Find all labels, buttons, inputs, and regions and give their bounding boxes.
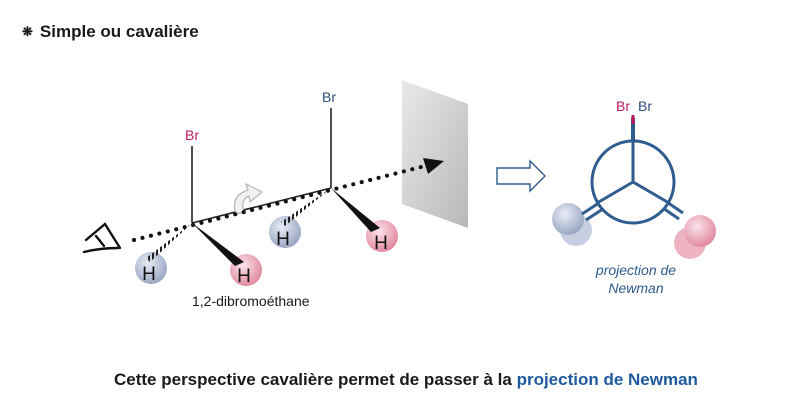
wedge-bond-back xyxy=(331,188,380,232)
wedge-bond-front xyxy=(192,223,244,266)
br-label-back: Br xyxy=(322,89,336,105)
h-label-back-left: H xyxy=(276,229,290,250)
hashed-bond-front xyxy=(146,223,192,262)
newman-br-back: Br xyxy=(638,98,652,114)
section-title: ❋ Simple ou cavalière xyxy=(22,22,199,42)
caption-text: Cette perspective cavalière permet de pa… xyxy=(114,370,517,389)
newman-front-bond-left xyxy=(596,180,634,205)
newman-label-line2: Newman xyxy=(608,280,663,296)
br-label-front: Br xyxy=(185,127,199,143)
h-atom-back-left xyxy=(269,216,301,248)
rotation-arrow-icon xyxy=(233,182,264,215)
h-label-back-right: H xyxy=(374,233,388,254)
hashed-bond-back xyxy=(281,188,331,226)
h-atom-front-left xyxy=(135,252,167,284)
newman-br-front: Br xyxy=(616,98,630,114)
gear-bullet-icon: ❋ xyxy=(22,24,33,39)
newman-projection: Br Br projection de Newman xyxy=(552,98,716,296)
newman-h-back-right xyxy=(684,215,716,247)
hollow-right-arrow-icon xyxy=(496,159,546,193)
viewing-arrowhead xyxy=(423,158,444,174)
caption-highlight: projection de Newman xyxy=(516,370,698,389)
newman-label-line1: projection de xyxy=(595,262,676,278)
h-label-front-left: H xyxy=(142,264,156,285)
newman-h-back-left xyxy=(552,203,584,235)
eye-icon xyxy=(82,222,122,254)
section-title-text: Simple ou cavalière xyxy=(39,22,199,41)
h-label-front-right: H xyxy=(237,266,251,287)
newman-front-bond-right xyxy=(632,180,670,205)
bottom-caption: Cette perspective cavalière permet de pa… xyxy=(114,370,698,390)
bond-c-c xyxy=(191,187,332,224)
projection-plane xyxy=(402,80,468,228)
molecule-name: 1,2-dibromoéthane xyxy=(192,293,310,309)
